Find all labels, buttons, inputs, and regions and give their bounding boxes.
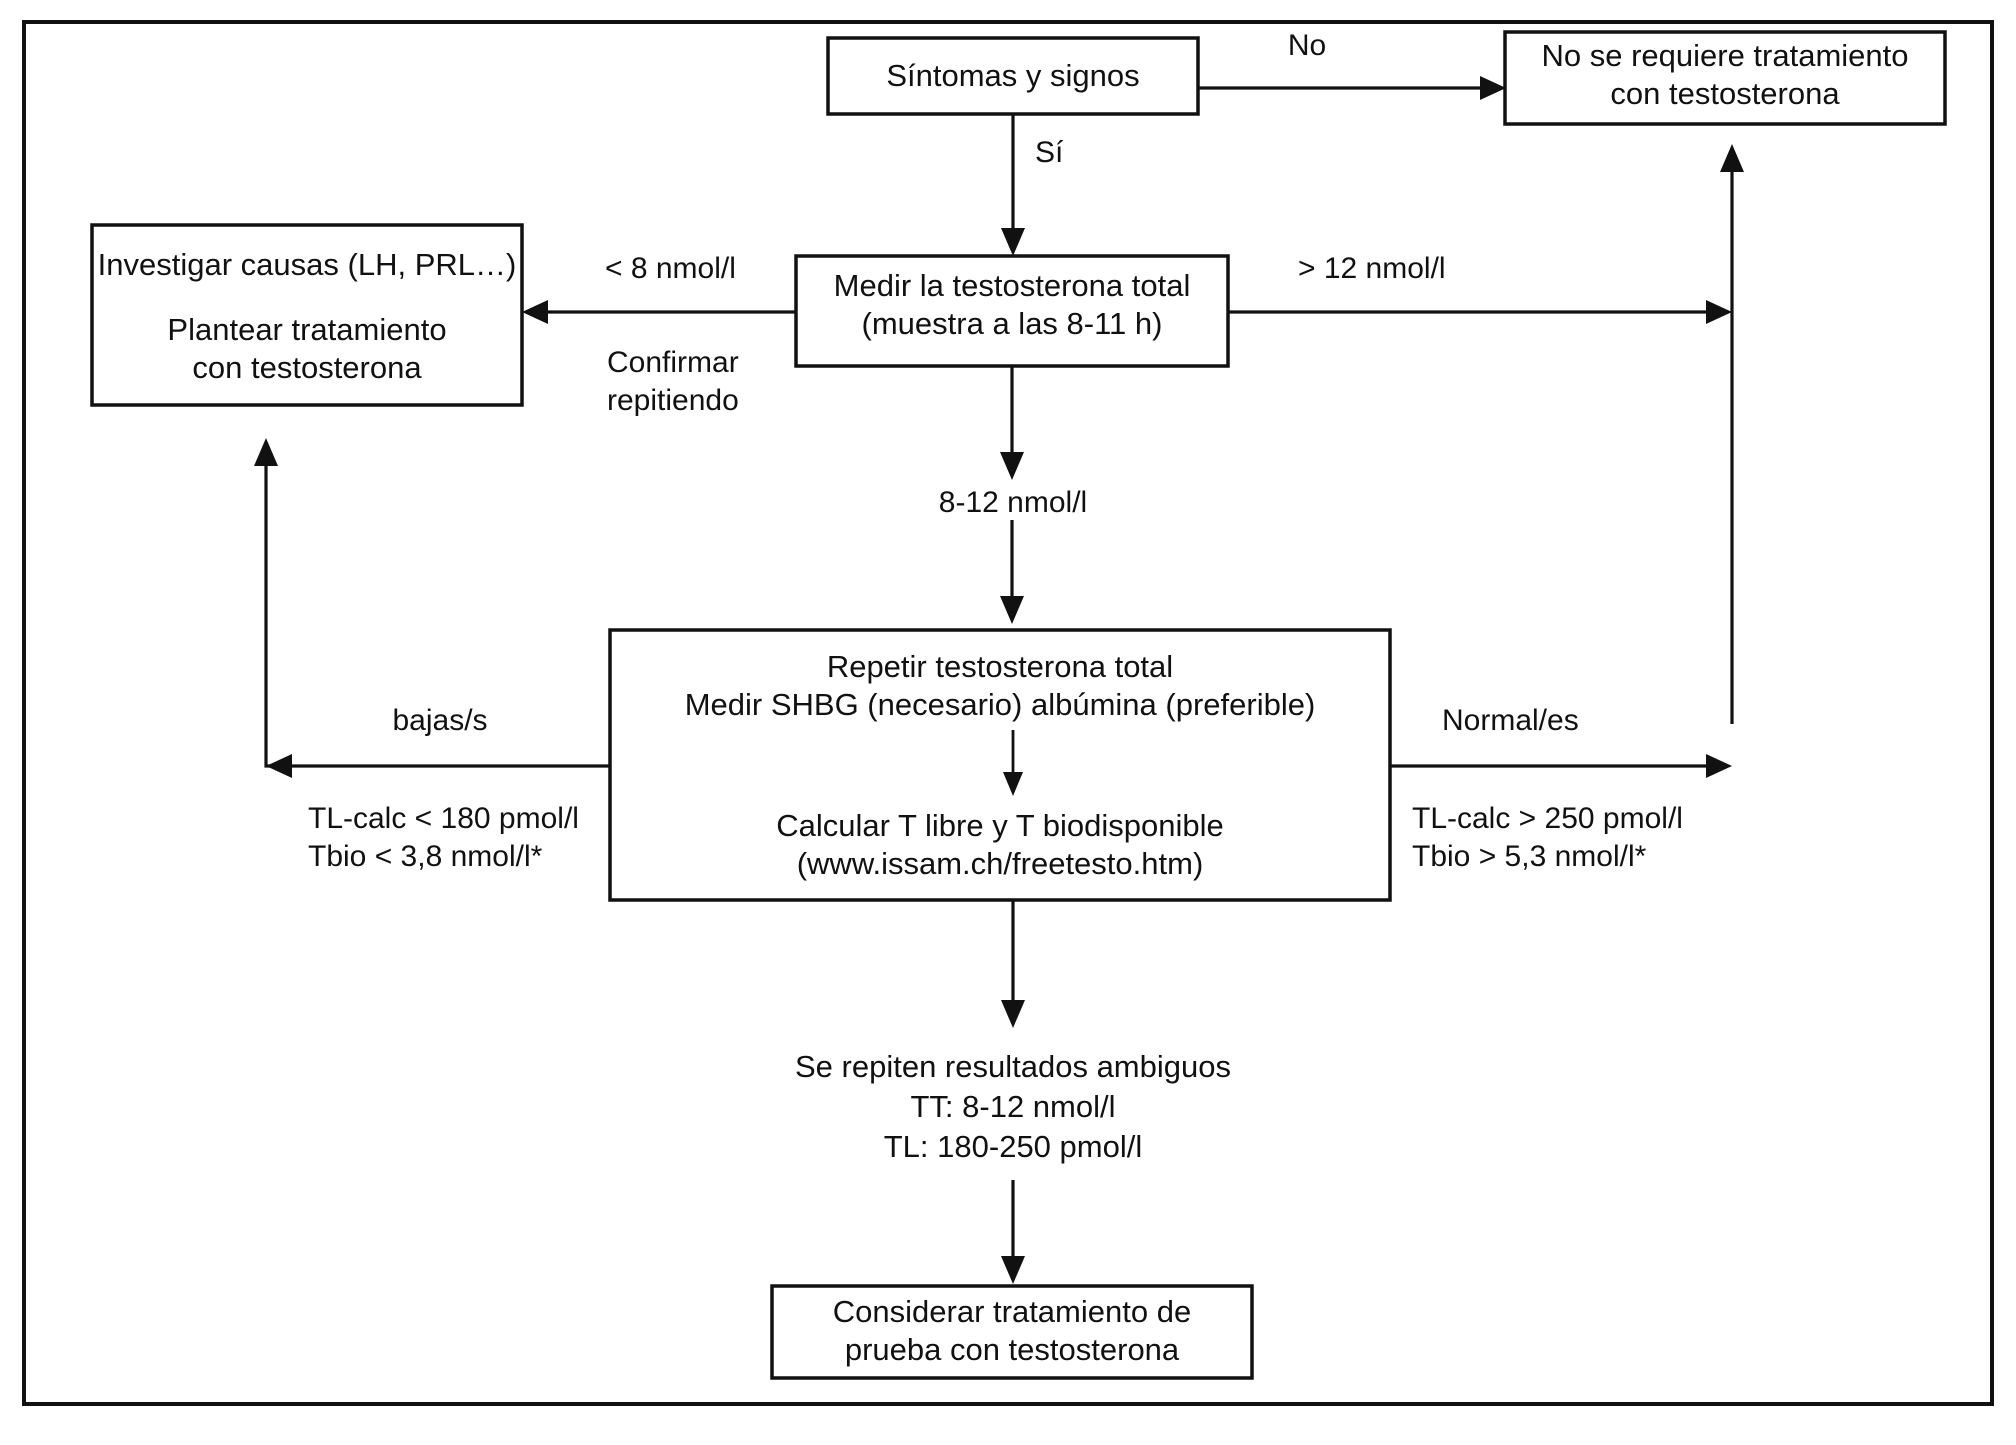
node-measure-total-label-2: (muestra a las 8-11 h) (862, 306, 1163, 341)
arrowhead-to-repeat-box (1000, 596, 1024, 624)
edge-label-lt8: < 8 nmol/l (605, 252, 736, 285)
node-investigate-label-3: con testosterona (192, 350, 422, 385)
node-measure-total-box[interactable] (794, 254, 1230, 368)
edge-label-si: Sí (1035, 136, 1064, 169)
edge-label-normal-crit-2: Tbio > 5,3 nmol/l* (1412, 840, 1647, 873)
edge-label-normal: Normal/es (1442, 704, 1579, 737)
arrowhead-rail-to-no-treatment (1720, 144, 1744, 172)
outer-border (22, 20, 1994, 1406)
node-consider-trial-box[interactable] (770, 1284, 1254, 1380)
edge-label-confirm-2: repitiendo (607, 384, 739, 417)
node-no-treatment-label-1: No se requiere tratamiento (1541, 38, 1908, 73)
arrowhead-measure-down-stub (1000, 452, 1024, 480)
arrowhead-normal-into-rail (1706, 754, 1732, 778)
node-consider-trial-label-2: prueba con testosterona (845, 1332, 1180, 1367)
node-ambiguous-label-1: Se repiten resultados ambiguos (795, 1049, 1231, 1084)
node-consider-trial-label-1: Considerar tratamiento de (833, 1294, 1191, 1329)
edge-label-gt12: > 12 nmol/l (1298, 252, 1446, 285)
arrowhead-to-no-treatment (1480, 76, 1506, 100)
arrowhead-to-consider (1001, 1256, 1025, 1284)
edge-label-confirm-1: Confirmar (607, 346, 739, 379)
node-repeat-label-1: Repetir testosterona total (827, 649, 1173, 684)
arrowhead-internal-repeat-to-calc (1003, 772, 1023, 796)
edge-label-range-8-12: 8-12 nmol/l (939, 486, 1087, 519)
edge-label-no: No (1288, 29, 1326, 62)
node-measure-total-label-1: Medir la testosterona total (834, 268, 1191, 303)
node-repeat-label-4: (www.issam.ch/freetesto.htm) (797, 846, 1204, 881)
node-ambiguous-label-3: TL: 180-250 pmol/l (884, 1129, 1142, 1164)
node-repeat-label-3: Calcular T libre y T biodisponible (776, 808, 1223, 843)
node-investigate-label-1: Investigar causas (LH, PRL…) (98, 247, 517, 282)
node-investigate-label-2: Plantear tratamiento (167, 312, 446, 347)
node-repeat-label-2: Medir SHBG (necesario) albúmina (preferi… (685, 687, 1316, 722)
arrowhead-to-investigate (522, 300, 548, 324)
node-ambiguous-label-2: TT: 8-12 nmol/l (910, 1089, 1115, 1124)
edge-label-low: bajas/s (392, 704, 487, 737)
arrowhead-to-ambiguous (1001, 1000, 1025, 1028)
node-investigate-box[interactable] (90, 223, 524, 407)
arrowhead-up-to-investigate (254, 438, 278, 466)
node-no-treatment-box[interactable] (1503, 30, 1947, 126)
edge-label-normal-crit-1: TL-calc > 250 pmol/l (1412, 802, 1683, 835)
arrowhead-repeat-left (266, 754, 292, 778)
arrowhead-gt12-into-rail (1706, 300, 1732, 324)
edge-label-low-crit-2: Tbio < 3,8 nmol/l* (308, 840, 543, 873)
node-no-treatment-label-2: con testosterona (1610, 76, 1840, 111)
node-symptoms-label: Síntomas y signos (886, 58, 1139, 93)
edge-label-low-crit-1: TL-calc < 180 pmol/l (308, 802, 579, 835)
arrowhead-to-measure (1001, 228, 1025, 256)
